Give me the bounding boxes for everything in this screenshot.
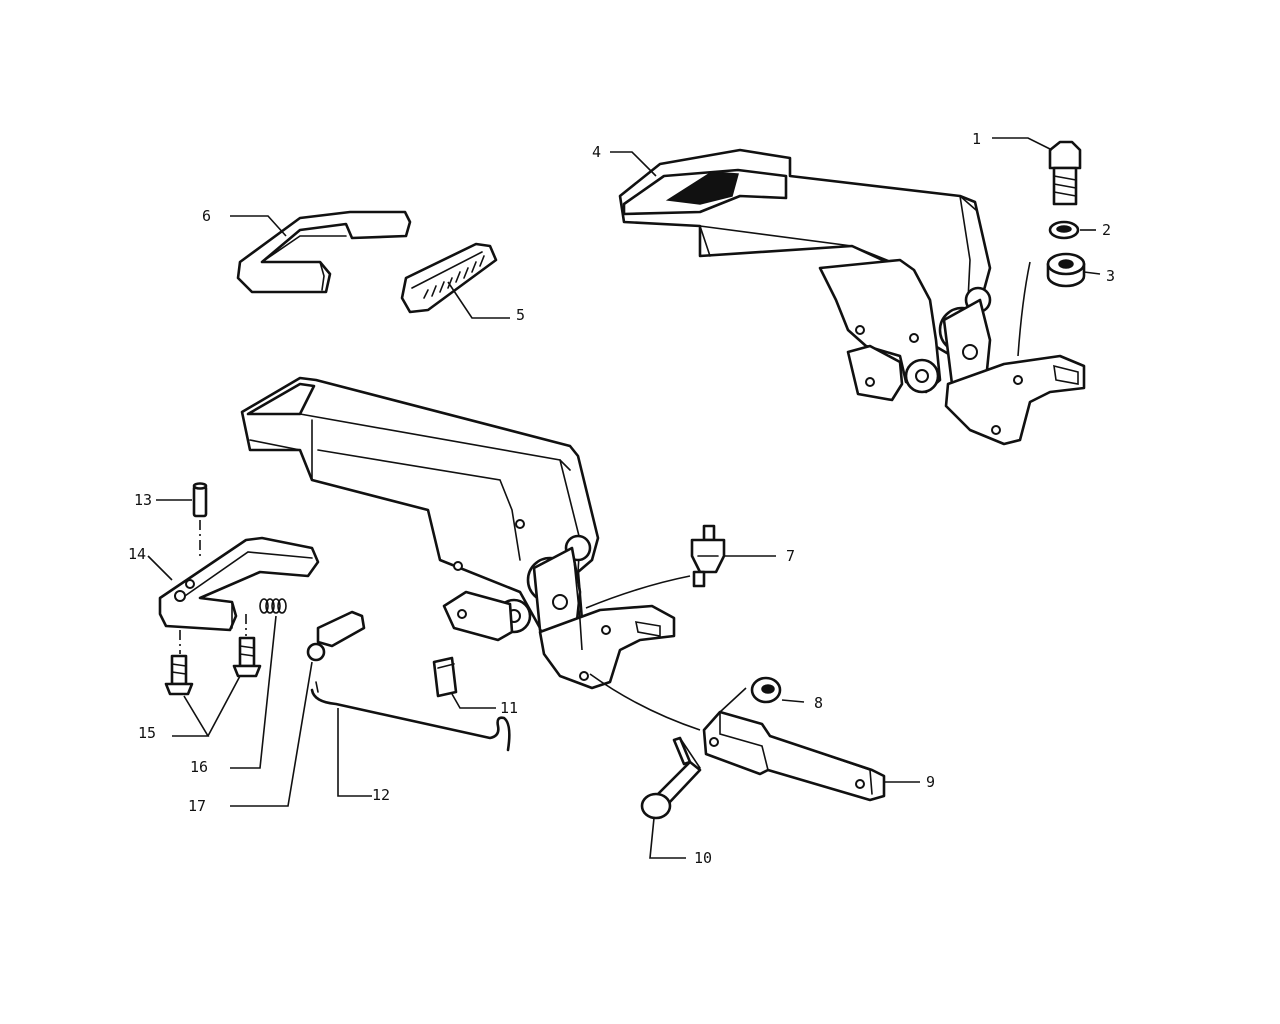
callout-8: 8 bbox=[814, 694, 823, 712]
part-16-screw bbox=[232, 636, 262, 678]
part-6-grip-cover bbox=[236, 210, 412, 294]
part-5-ribbed-insert bbox=[400, 242, 498, 314]
part-8-washer bbox=[750, 676, 782, 704]
part-17-spring bbox=[259, 598, 287, 614]
callout-5: 5 bbox=[516, 306, 525, 324]
callout-14: 14 bbox=[128, 545, 146, 563]
part-4-handbrake-lever-upper bbox=[618, 148, 1086, 446]
callout-11: 11 bbox=[500, 699, 518, 717]
callout-15: 15 bbox=[138, 724, 156, 742]
callout-9: 9 bbox=[926, 773, 935, 791]
part-3-spacer bbox=[1046, 252, 1086, 288]
switch-wire bbox=[585, 575, 691, 609]
bolt-assembly-line bbox=[1017, 261, 1031, 357]
part-15-screw bbox=[164, 654, 194, 696]
rod-connection-line bbox=[589, 673, 701, 731]
part-11-clip bbox=[432, 656, 458, 698]
part-1-bolt bbox=[1048, 140, 1082, 206]
callout-labels: 1 2 3 4 5 6 7 8 9 10 11 12 13 14 15 16 1… bbox=[128, 130, 1115, 867]
callout-1: 1 bbox=[972, 130, 981, 148]
callout-17: 17 bbox=[188, 797, 206, 815]
callout-12: 12 bbox=[372, 786, 390, 804]
callout-7: 7 bbox=[786, 547, 795, 565]
callout-2: 2 bbox=[1102, 221, 1111, 239]
part-9-rod-link bbox=[702, 710, 886, 802]
callout-6: 6 bbox=[202, 207, 211, 225]
leader-lines bbox=[147, 137, 1101, 859]
part-7-switch bbox=[690, 524, 726, 588]
part-10-clevis-pin bbox=[640, 736, 702, 820]
callout-13: 13 bbox=[134, 491, 152, 509]
callout-16: 16 bbox=[190, 758, 208, 776]
callout-4: 4 bbox=[592, 143, 601, 161]
part-12-pull-rod bbox=[310, 681, 511, 752]
release-knob bbox=[306, 610, 366, 662]
part-2-washer bbox=[1048, 220, 1080, 240]
callout-10: 10 bbox=[694, 849, 712, 867]
part-13-roll-pin bbox=[192, 482, 208, 518]
lower-handbrake-lever-body bbox=[240, 376, 676, 690]
callout-3: 3 bbox=[1106, 267, 1115, 285]
part-14-button-housing bbox=[158, 536, 320, 632]
